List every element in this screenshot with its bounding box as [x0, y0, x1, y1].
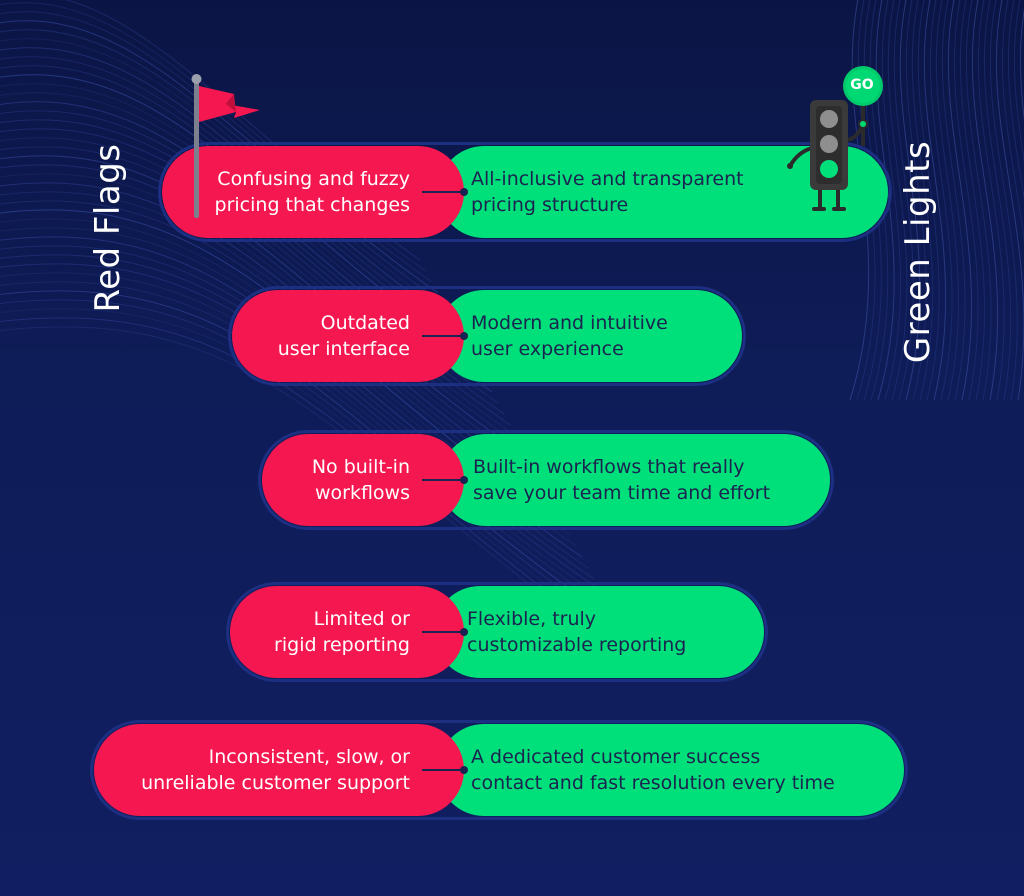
go-sign-label: GO [850, 77, 874, 93]
background-wave-line [887, 0, 908, 401]
background-wave-line [0, 56, 463, 338]
background-wave-line [947, 0, 973, 401]
row-outline [228, 286, 746, 386]
background-wave-line [881, 0, 901, 401]
connector-line [422, 766, 468, 774]
background-wave-line [0, 65, 469, 349]
red-flags-title: Red Flags [88, 143, 128, 313]
background-wave-line [917, 0, 940, 401]
background-wave-line [0, 173, 541, 481]
background-wave-line [965, 0, 992, 401]
row-outline [90, 720, 908, 820]
background-wave-line [1013, 0, 1024, 163]
connector-dot [460, 766, 468, 774]
background-wave-line [0, 308, 631, 646]
background-wave-line [905, 0, 927, 401]
background-wave-line [0, 191, 553, 503]
row-outline [158, 142, 892, 242]
connector-line [422, 476, 468, 484]
background-wave-line [989, 0, 1018, 401]
background-wave-line [941, 0, 966, 401]
background-wave-line [983, 0, 1012, 401]
traffic-light-mascot-icon [787, 66, 883, 211]
background-wave-line [899, 0, 921, 401]
connector-dot [460, 628, 468, 636]
background-wave-line [929, 0, 953, 401]
background-wave-line [1019, 7, 1024, 121]
background-wave-line [971, 0, 999, 401]
background-wave-line [0, 200, 559, 514]
background-wave-line [0, 164, 535, 470]
connector-dot [460, 188, 468, 196]
background-wave-line [0, 317, 637, 657]
row-outline [226, 582, 768, 682]
background-wave-line [977, 0, 1005, 401]
background-wave-line [893, 0, 914, 401]
connector-line [422, 332, 468, 340]
background-wave-line [911, 0, 934, 401]
background-wave-line [923, 0, 947, 401]
connector-line [422, 628, 468, 636]
background-wave-line [1007, 0, 1024, 201]
green-lights-title: Green Lights [898, 140, 938, 364]
connector-line [422, 188, 468, 196]
background-wave-line [959, 0, 986, 401]
background-wave-line [935, 0, 959, 401]
connector-dot [460, 332, 468, 340]
background-wave-line [953, 0, 979, 401]
background-wave-line [0, 326, 643, 668]
background-wave-line [1001, 0, 1024, 244]
connector-dot [460, 476, 468, 484]
background-wave-line [0, 182, 547, 492]
row-outline [258, 430, 834, 530]
red-flag-icon [191, 74, 260, 218]
